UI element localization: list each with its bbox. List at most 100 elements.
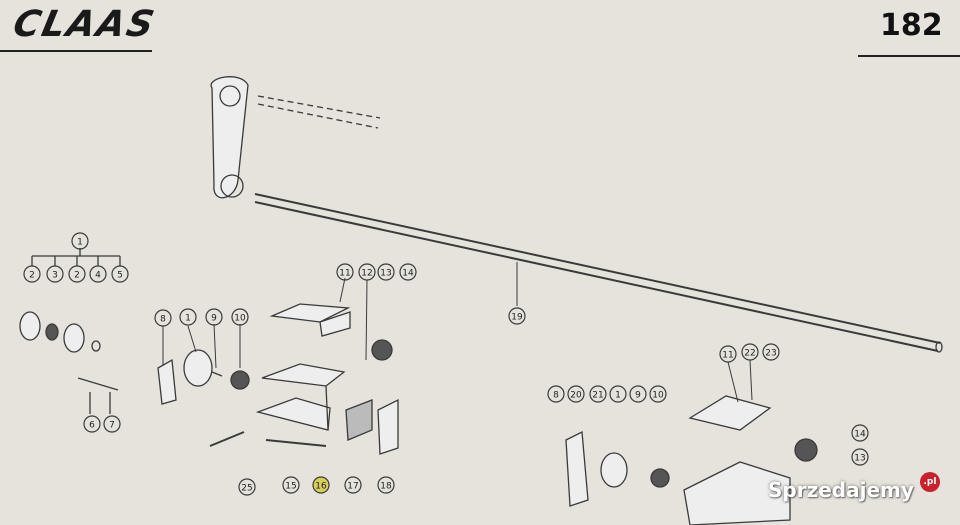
callout-25: 25 bbox=[238, 478, 256, 496]
callout-12: 12 bbox=[358, 263, 376, 281]
callout-label: 12 bbox=[361, 269, 372, 279]
callout-22: 22 bbox=[741, 343, 759, 361]
callout-label: 25 bbox=[241, 484, 252, 494]
callout-label: 18 bbox=[380, 482, 392, 492]
callout-label: 13 bbox=[854, 454, 865, 464]
callout-13: 13 bbox=[851, 448, 869, 466]
callout-circle bbox=[103, 415, 121, 433]
housing-part bbox=[255, 303, 351, 431]
callout-label: 20 bbox=[570, 391, 582, 401]
callout-circle bbox=[508, 307, 526, 325]
callout-label: 5 bbox=[117, 271, 123, 281]
callout-label: 2 bbox=[29, 271, 35, 281]
sprocket-part bbox=[230, 370, 250, 390]
callout-circle bbox=[89, 265, 107, 283]
callout-label: 6 bbox=[89, 421, 95, 431]
callout-circle bbox=[154, 309, 172, 327]
callout-11: 11 bbox=[719, 345, 737, 363]
callout-circle bbox=[851, 424, 869, 442]
long-shaft-part bbox=[254, 193, 943, 353]
callout-label: 14 bbox=[402, 269, 414, 279]
callout-label: 9 bbox=[211, 314, 217, 324]
callout-circle bbox=[762, 343, 780, 361]
callout-6: 6 bbox=[83, 415, 101, 433]
callout-18: 18 bbox=[377, 476, 395, 494]
callout-13: 13 bbox=[377, 263, 395, 281]
watermark-badge: .pl bbox=[920, 472, 940, 492]
callout-7: 7 bbox=[103, 415, 121, 433]
callout-1: 1 bbox=[179, 308, 197, 326]
callout-circle bbox=[231, 308, 249, 326]
callout-label: 7 bbox=[109, 421, 115, 431]
callout-1: 1 bbox=[71, 232, 89, 250]
callout-3: 3 bbox=[46, 265, 64, 283]
callout-2: 2 bbox=[68, 265, 86, 283]
callout-label: 15 bbox=[285, 482, 296, 492]
callout-23: 23 bbox=[762, 343, 780, 361]
callout-circle bbox=[179, 308, 197, 326]
callout-circle bbox=[567, 385, 585, 403]
callout-circle bbox=[609, 385, 627, 403]
callout-circle bbox=[205, 308, 223, 326]
callout-10: 10 bbox=[649, 385, 667, 403]
callout-circle bbox=[111, 265, 129, 283]
callout-19: 19 bbox=[508, 307, 526, 325]
plate-17-part bbox=[345, 399, 373, 441]
callout-circle bbox=[547, 385, 565, 403]
callout-circle bbox=[344, 476, 362, 494]
callout-14: 14 bbox=[399, 263, 417, 281]
callout-label: 4 bbox=[95, 271, 101, 281]
callout-circle bbox=[336, 263, 354, 281]
callout-circle bbox=[649, 385, 667, 403]
header-rule-left bbox=[0, 50, 152, 52]
callout-circle bbox=[629, 385, 647, 403]
callout-9: 9 bbox=[205, 308, 223, 326]
plate-18-part bbox=[377, 398, 399, 455]
callout-label: 16 bbox=[315, 482, 327, 492]
callout-circle bbox=[851, 448, 869, 466]
callout-label: 3 bbox=[52, 271, 58, 281]
callout-label: 14 bbox=[854, 430, 866, 440]
callout-5: 5 bbox=[111, 265, 129, 283]
callout-label: 2 bbox=[74, 271, 80, 281]
callout-label: 9 bbox=[635, 391, 641, 401]
callout-circle bbox=[377, 476, 395, 494]
callout-circle bbox=[399, 263, 417, 281]
callout-circle bbox=[238, 478, 256, 496]
callout-label: 8 bbox=[553, 391, 559, 401]
callout-circle bbox=[589, 385, 607, 403]
callout-2: 2 bbox=[23, 265, 41, 283]
callout-circle bbox=[46, 265, 64, 283]
callout-label: 21 bbox=[592, 391, 603, 401]
callout-circle bbox=[68, 265, 86, 283]
callout-14: 14 bbox=[851, 424, 869, 442]
callout-circle bbox=[23, 265, 41, 283]
callout-label: 10 bbox=[234, 314, 246, 324]
sprocket-13-part bbox=[371, 339, 393, 361]
callout-label: 1 bbox=[185, 314, 191, 324]
callout-label: 1 bbox=[615, 391, 621, 401]
callout-20: 20 bbox=[567, 385, 585, 403]
callout-circle bbox=[282, 476, 300, 494]
header-rule-right bbox=[858, 55, 960, 57]
callout-label: 11 bbox=[339, 269, 350, 279]
callout-8: 8 bbox=[547, 385, 565, 403]
callout-label: 23 bbox=[765, 349, 776, 359]
callout-21: 21 bbox=[589, 385, 607, 403]
crank-arm-part bbox=[210, 76, 381, 199]
watermark-text: Sprzedajemy bbox=[768, 478, 914, 502]
callout-circle bbox=[312, 476, 330, 494]
callout-17: 17 bbox=[344, 476, 362, 494]
callout-11: 11 bbox=[336, 263, 354, 281]
page-number: 182 bbox=[880, 8, 943, 43]
callout-16: 16 bbox=[312, 476, 330, 494]
callout-label: 1 bbox=[77, 238, 83, 248]
callout-label: 17 bbox=[347, 482, 358, 492]
callout-circle bbox=[83, 415, 101, 433]
callout-4: 4 bbox=[89, 265, 107, 283]
callout-8: 8 bbox=[154, 309, 172, 327]
callout-1: 1 bbox=[609, 385, 627, 403]
bearing-group-left bbox=[19, 311, 119, 414]
